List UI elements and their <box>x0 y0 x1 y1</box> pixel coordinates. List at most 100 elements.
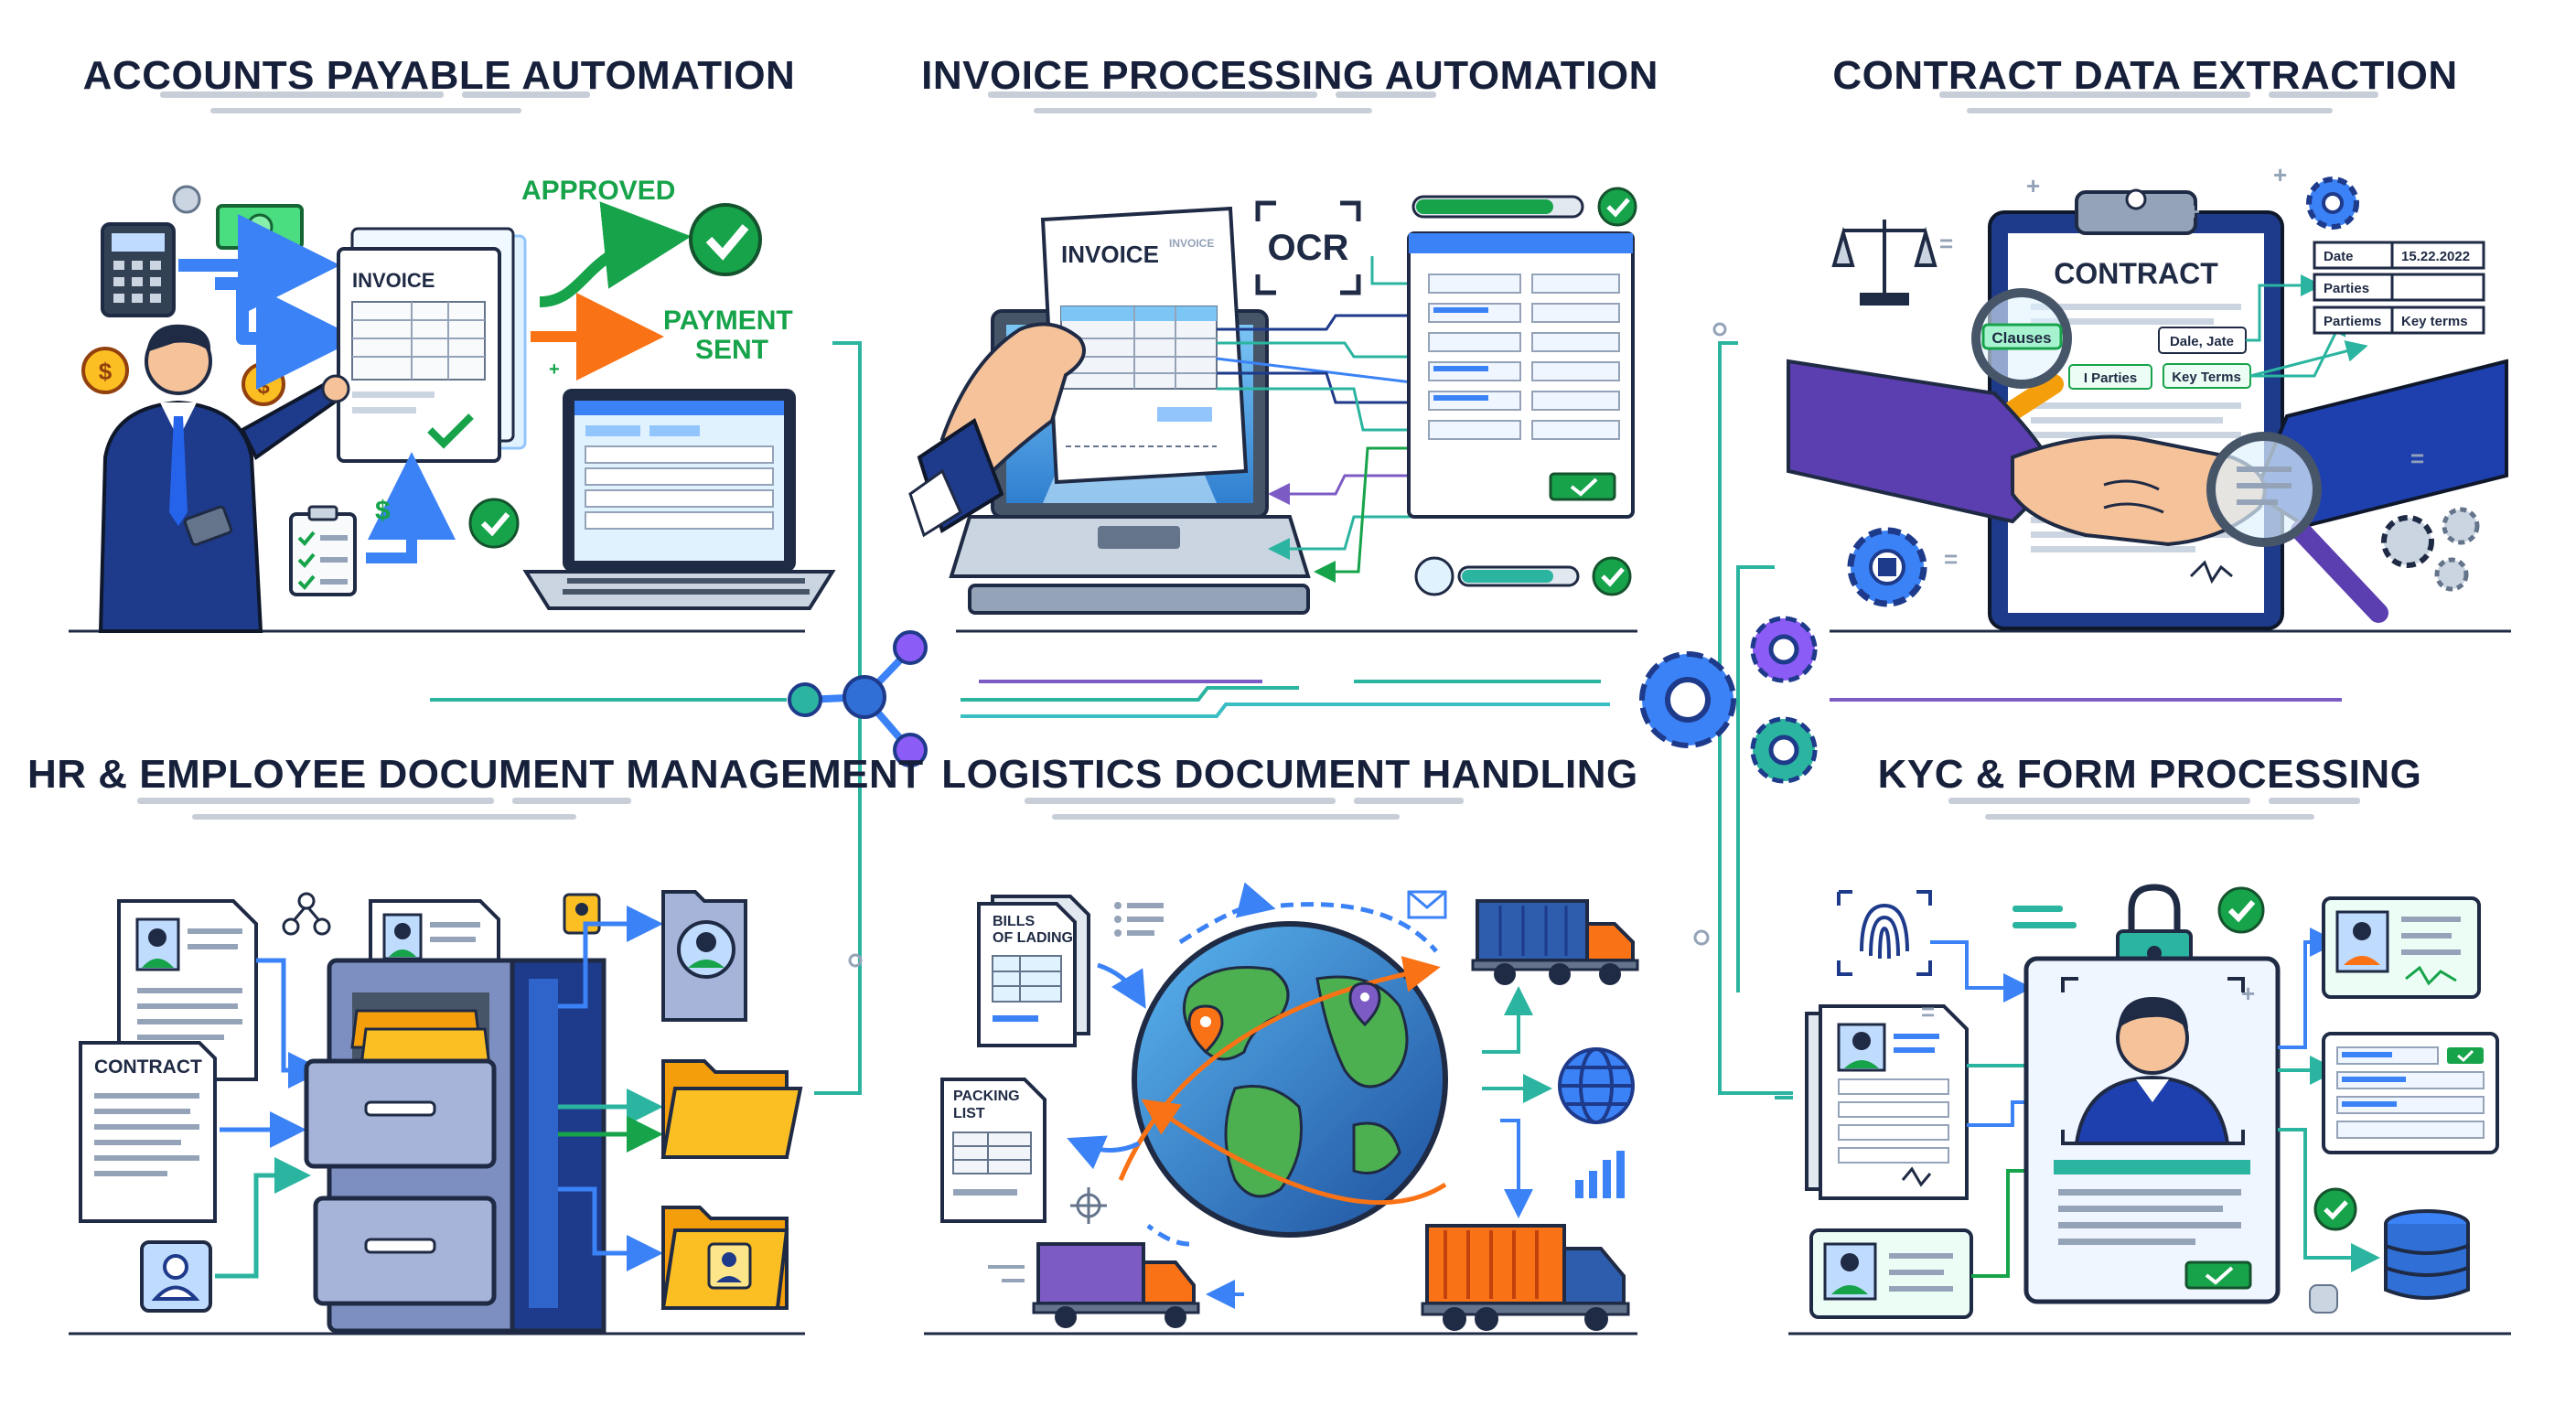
panel-title-contract-extraction: CONTRACT DATA EXTRACTION <box>1832 53 2458 98</box>
svg-text:=: = <box>1944 545 1958 573</box>
panel-title-invoice-processing: INVOICE PROCESSING AUTOMATION <box>921 53 1658 98</box>
hr-arrows-in <box>215 958 325 1279</box>
clauses-tag: Clauses <box>1991 329 2051 347</box>
database-icon <box>2384 1209 2470 1300</box>
id-badge-icon <box>140 1240 212 1313</box>
magnifier-icon <box>2206 432 2388 623</box>
payment-sent-label-2: SENT <box>695 335 768 365</box>
web-globe-icon <box>1558 1047 1635 1124</box>
extraction-arrows <box>1216 256 1435 583</box>
approved-check-icon <box>689 203 762 276</box>
invoice-stack: INVOICE <box>337 227 527 463</box>
packing-list-doc: PACKING LIST <box>940 1078 1046 1223</box>
ap-laptop <box>522 389 836 610</box>
svg-text:=: = <box>1921 998 1935 1025</box>
progress-bar-top <box>1411 187 1637 227</box>
checklist-clipboard-icon <box>289 505 357 596</box>
panel-title-kyc: KYC & FORM PROCESSING <box>1877 752 2422 797</box>
verified-check-icon <box>2313 1187 2357 1231</box>
table-row-date-label: Date <box>2324 249 2354 264</box>
packing-label-2: LIST <box>953 1106 985 1121</box>
key-terms-tag: Key Terms <box>2172 370 2241 385</box>
bills-label-2: OF LADING <box>993 930 1073 946</box>
panel-hr: CONTRACT <box>79 890 803 1334</box>
panel-invoice-processing: INVOICE INVOICE OCR <box>908 187 1637 615</box>
packing-label-1: PACKING <box>953 1089 1020 1104</box>
gear-icon <box>2381 507 2480 592</box>
fingerprint-icon <box>1837 890 1932 976</box>
svg-text:+: + <box>2273 161 2287 188</box>
location-pin-icon <box>1187 1004 1224 1055</box>
bar-chart-icon <box>1575 1151 1625 1198</box>
ip-form-window <box>1407 231 1635 519</box>
hr-arrows-out <box>558 906 663 1271</box>
table-row-key-terms-value: Key terms <box>2401 314 2468 329</box>
scales-icon <box>1831 220 1937 306</box>
hr-contract-label: CONTRACT <box>94 1056 202 1078</box>
svg-text:+: + <box>2026 172 2040 199</box>
ocr-scan-box <box>1255 200 1361 295</box>
title-underlines <box>137 91 2378 820</box>
svg-text:+: + <box>2186 198 2200 225</box>
svg-text:=: = <box>2410 445 2424 472</box>
svg-text:$: $ <box>375 496 391 526</box>
svg-text:$: $ <box>257 374 270 399</box>
ocr-label: OCR <box>1268 228 1349 268</box>
network-icon <box>282 892 331 936</box>
kyc-profile-card <box>2023 956 2281 1304</box>
list-icon <box>1114 902 1164 937</box>
small-database-icon <box>2309 1284 2338 1314</box>
folder-icon <box>660 1059 803 1159</box>
decorative-marks: + + = + = = = + <box>1921 161 2424 1025</box>
location-pin-icon <box>1348 981 1381 1027</box>
truck-icon <box>1032 1242 1200 1328</box>
panel-title-accounts-payable: ACCOUNTS PAYABLE AUTOMATION <box>82 53 796 98</box>
filing-cabinet <box>304 958 606 1334</box>
contract-data-table: Date 15.22.2022 Parties Partiems Key ter… <box>2313 241 2485 335</box>
businessman-figure <box>98 324 350 633</box>
payment-sent-label-1: PAYMENT <box>663 306 793 336</box>
bills-of-lading-doc: BILLS OF LADING <box>977 895 1090 1047</box>
form-card-icon <box>2322 1032 2499 1154</box>
text-lines-icon <box>2012 906 2077 928</box>
table-row-date-value: 15.22.2022 <box>2401 249 2470 264</box>
gears-cluster-icon <box>1639 616 1818 784</box>
verified-check-icon <box>2217 886 2265 934</box>
parties-tag: I Parties <box>2084 370 2137 386</box>
svg-text:=: = <box>1939 230 1953 257</box>
network-node-icon <box>788 630 928 767</box>
panel-title-logistics: LOGISTICS DOCUMENT HANDLING <box>941 752 1638 797</box>
panel-logistics: BILLS OF LADING PACKING LIST <box>940 882 1639 1331</box>
ip-invoice-label: INVOICE <box>1061 241 1159 268</box>
bills-label-1: BILLS <box>993 914 1036 929</box>
dollar-coin-icon <box>81 347 129 394</box>
gear-icon <box>2306 177 2359 230</box>
resume-doc <box>117 899 258 1081</box>
decorative-dots <box>848 322 1727 968</box>
date-jate-tag: Dale, Jate <box>2170 334 2234 349</box>
ap-invoice-label: INVOICE <box>352 269 435 292</box>
calculator-icon <box>101 222 176 317</box>
mail-icon <box>1407 890 1447 919</box>
id-card-icon <box>2322 896 2481 999</box>
cash-icon <box>216 204 304 250</box>
hr-contract-doc: CONTRACT <box>79 1041 217 1223</box>
globe <box>1132 921 1448 1238</box>
panel-kyc <box>1805 884 2499 1319</box>
svg-text:+: + <box>2241 980 2255 1007</box>
handshake <box>1787 359 2508 547</box>
profile-folder-icon <box>661 890 747 1022</box>
panel-title-hr: HR & EMPLOYEE DOCUMENT MANAGEMENT <box>27 752 924 797</box>
svg-text:+: + <box>549 359 560 380</box>
kyc-arrows-out <box>2278 928 2380 1272</box>
contract-clipboard: CONTRACT <box>1988 188 2284 630</box>
svg-text:$: $ <box>99 358 113 385</box>
panel-contract-extraction: CONTRACT Clauses Dale, Jate I Parties Ke… <box>1787 177 2508 630</box>
progress-bar-bottom <box>1414 556 1632 596</box>
id-card-icon <box>1809 1228 1973 1319</box>
check-icon <box>427 413 474 449</box>
approved-label: APPROVED <box>521 176 675 206</box>
target-icon <box>1070 1187 1107 1224</box>
hand-holding-invoice <box>908 322 1086 538</box>
